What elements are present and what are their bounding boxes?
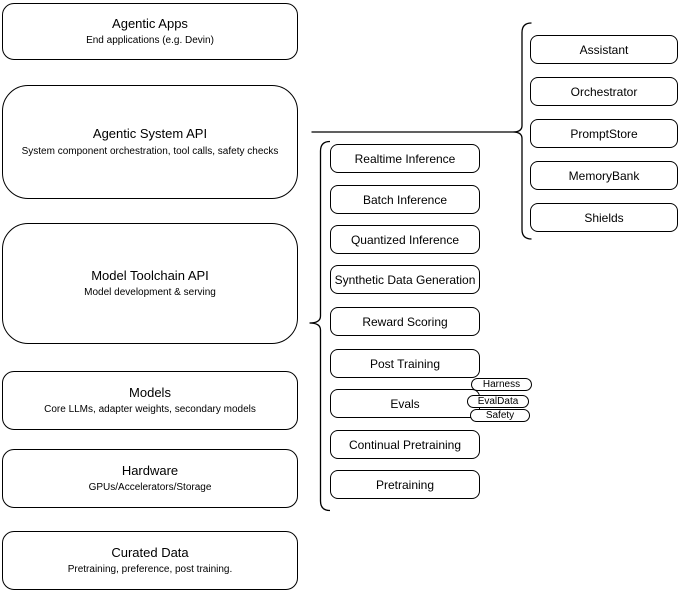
node-subtitle: Core LLMs, adapter weights, secondary mo… xyxy=(44,404,256,416)
node-memorybank: MemoryBank xyxy=(530,161,678,190)
node-subtitle: GPUs/Accelerators/Storage xyxy=(88,482,212,494)
tag-safety: Safety xyxy=(470,409,530,422)
node-realtime-inference: Realtime Inference xyxy=(330,144,480,173)
node-shields: Shields xyxy=(530,203,678,232)
node-reward-scoring: Reward Scoring xyxy=(330,307,480,336)
node-title: Model Toolchain API xyxy=(91,267,209,283)
node-title: Curated Data xyxy=(111,544,189,560)
node-evals: Evals xyxy=(330,389,480,418)
node-post-training: Post Training xyxy=(330,349,480,378)
node-title: Models xyxy=(129,384,171,400)
node-agentic-system-api: Agentic System API System component orch… xyxy=(2,85,298,199)
node-subtitle: End applications (e.g. Devin) xyxy=(86,35,214,47)
node-title: Agentic System API xyxy=(92,126,208,142)
node-title: Agentic Apps xyxy=(112,15,188,31)
node-synthetic-data-generation: Synthetic Data Generation xyxy=(330,265,480,294)
node-orchestrator: Orchestrator xyxy=(530,77,678,106)
node-title: Hardware xyxy=(121,462,179,478)
node-promptstore: PromptStore xyxy=(530,119,678,148)
node-batch-inference: Batch Inference xyxy=(330,185,480,214)
node-continual-pretraining: Continual Pretraining xyxy=(330,430,480,459)
toolchain-bracket xyxy=(309,140,331,512)
node-pretraining: Pretraining xyxy=(330,470,480,499)
node-subtitle: System component orchestration, tool cal… xyxy=(21,145,279,157)
tag-evaldata: EvalData xyxy=(467,395,529,408)
node-assistant: Assistant xyxy=(530,35,678,64)
tag-harness: Harness xyxy=(471,378,532,391)
node-model-toolchain-api: Model Toolchain API Model development & … xyxy=(2,223,298,344)
node-hardware: Hardware GPUs/Accelerators/Storage xyxy=(2,449,298,508)
node-models: Models Core LLMs, adapter weights, secon… xyxy=(2,371,298,430)
node-subtitle: Model development & serving xyxy=(84,287,216,299)
node-quantized-inference: Quantized Inference xyxy=(330,225,480,254)
node-subtitle: Pretraining, preference, post training. xyxy=(67,564,233,576)
node-curated-data: Curated Data Pretraining, preference, po… xyxy=(2,531,298,590)
node-agentic-apps: Agentic Apps End applications (e.g. Devi… xyxy=(2,3,298,60)
components-bracket xyxy=(512,22,532,240)
